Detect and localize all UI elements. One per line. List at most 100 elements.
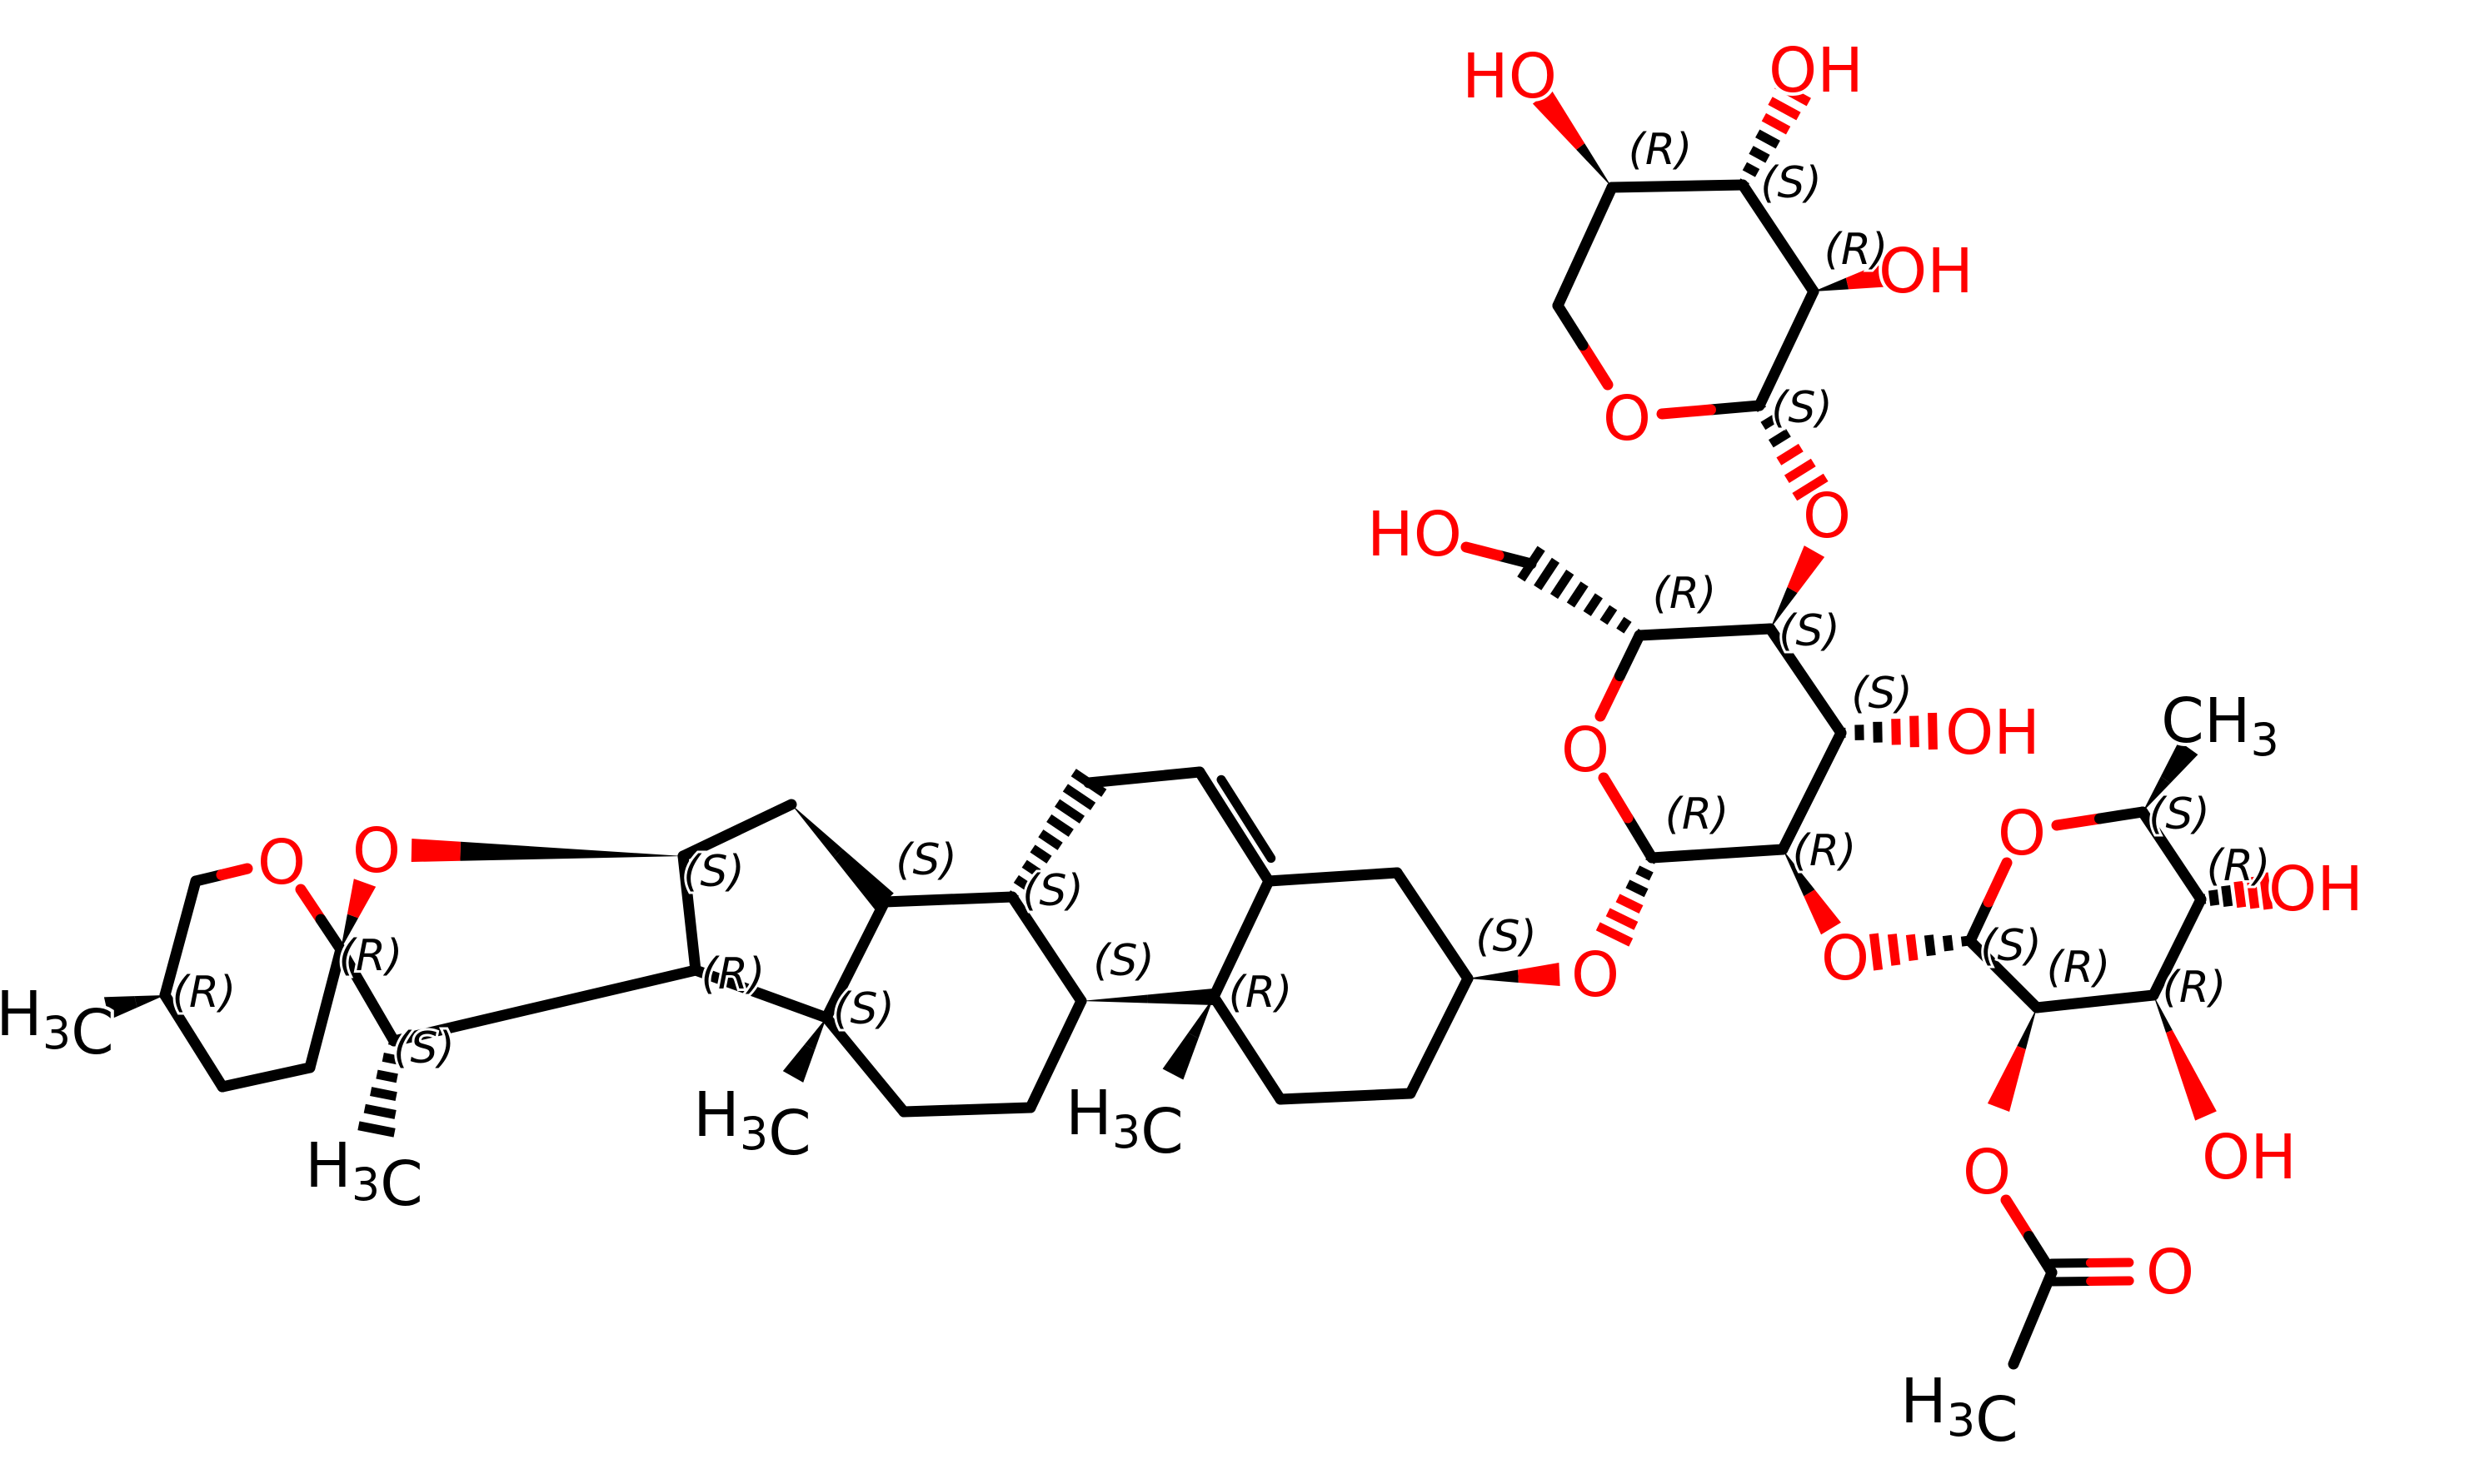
wedge-bond (411, 839, 461, 862)
oxygen-atom-label: O (2146, 1237, 2194, 1308)
wedge-bond (347, 879, 377, 919)
bond (1777, 727, 1847, 855)
hash-bond (1635, 865, 1654, 881)
hash-bond (1616, 616, 1632, 634)
stereo-label: (R) (1665, 789, 1729, 839)
hash-bond (1605, 908, 1639, 930)
hash-bond (2246, 876, 2260, 909)
wedge-bond (1770, 587, 1798, 629)
hash-bond (1755, 129, 1780, 149)
bond (2047, 1258, 2095, 1268)
wedge-bond (103, 996, 137, 1020)
hash-bond (1054, 799, 1085, 824)
methyl-label: H3C (305, 1130, 423, 1220)
bond (1656, 404, 1716, 420)
oxygen-atom-label: O (1821, 923, 1869, 994)
wedge-bond (2017, 1008, 2037, 1050)
stereo-label: (R) (701, 949, 766, 999)
wedge-bond (1845, 264, 1884, 290)
hash-bond (1645, 851, 1659, 864)
bond (1964, 896, 1994, 947)
stereo-label: (R) (2047, 943, 2111, 993)
bond (879, 891, 1018, 908)
hash-bond (1595, 922, 1634, 947)
hydroxyl-label: OH (2268, 854, 2363, 925)
hash-bond (1021, 859, 1041, 877)
hash-bond (1909, 715, 1919, 748)
bond (2051, 813, 2105, 831)
hash-bond (1625, 879, 1649, 898)
wedge-bond (1783, 849, 1815, 897)
stereo-label: (S) (833, 984, 895, 1034)
bond (1634, 623, 1776, 641)
wedge-bond (804, 1018, 826, 1050)
wedge-bond (791, 804, 843, 858)
hash-bond (1749, 146, 1770, 163)
stereo-label: (S) (1022, 866, 1084, 916)
hash-bond (1046, 814, 1074, 837)
wedge-bond (2166, 1029, 2217, 1121)
wedge-bond (1147, 989, 1215, 1005)
hash-bond (2233, 880, 2247, 909)
hash-bond (1038, 829, 1063, 850)
methyl-label: H3C (693, 1079, 811, 1169)
hash-bond (1774, 80, 1811, 107)
bond (821, 896, 891, 1023)
hash-bond (1070, 769, 1107, 797)
hash-bond (1887, 934, 1901, 966)
bond (315, 914, 347, 955)
wedge-bond (1576, 143, 1612, 187)
wedge-bond (782, 1044, 816, 1083)
methyl-label: H3C (1900, 1366, 2018, 1456)
oxygen-atom-label: O (352, 815, 401, 887)
oxygen-atom-label: O (257, 827, 306, 899)
hash-bond (1760, 414, 1779, 431)
oxygen-atom-label: O (1963, 1137, 2011, 1208)
methyl-label: H3C (1065, 1078, 1184, 1168)
stereo-label: (S) (393, 1023, 455, 1073)
bond (1460, 541, 1504, 561)
hash-bond (370, 1087, 397, 1102)
bond (690, 964, 832, 1023)
bond (1622, 812, 1658, 864)
oxygen-atom-label: O (1561, 715, 1609, 786)
bond (1208, 875, 1275, 1003)
hash-bond (1792, 473, 1829, 501)
bond (677, 850, 701, 976)
bond (388, 964, 701, 1047)
bond (1606, 179, 1749, 193)
stereo-label: (R) (1793, 826, 1857, 876)
hash-bond (1891, 719, 1901, 745)
hydroxyl-label: OH (1769, 35, 1864, 107)
bond (2008, 1267, 2058, 1370)
stereo-label: (S) (1093, 936, 1155, 986)
hash-bond (382, 1053, 399, 1065)
wedge-bond (341, 914, 359, 949)
bond (1754, 286, 1819, 411)
bond (2094, 806, 2148, 824)
oxygen-atom-label: O (1603, 383, 1651, 455)
bond (159, 875, 202, 1001)
bond (898, 1102, 1036, 1118)
hash-bond (1928, 712, 1938, 750)
hash-bond (1942, 934, 1954, 952)
stereo-label: (S) (1980, 921, 2042, 971)
bond (1216, 774, 1276, 864)
wedge-bond (1518, 963, 1560, 986)
hash-bond (388, 1035, 400, 1047)
hash-bond (363, 1103, 397, 1119)
hash-bond (2208, 889, 2220, 906)
bond (1964, 935, 2043, 1013)
hydroxyl-label: OH (1879, 236, 1973, 307)
hash-bond (1776, 443, 1804, 466)
bond (677, 799, 797, 862)
wedge-bond (2143, 776, 2171, 812)
bond (295, 884, 327, 925)
hash-bond (1752, 399, 1767, 412)
bond (2137, 806, 2207, 905)
hash-bond (1869, 933, 1884, 971)
hash-bond (2195, 894, 2207, 905)
oxygen-atom-label: O (1571, 939, 1619, 1011)
bond (821, 1012, 910, 1118)
